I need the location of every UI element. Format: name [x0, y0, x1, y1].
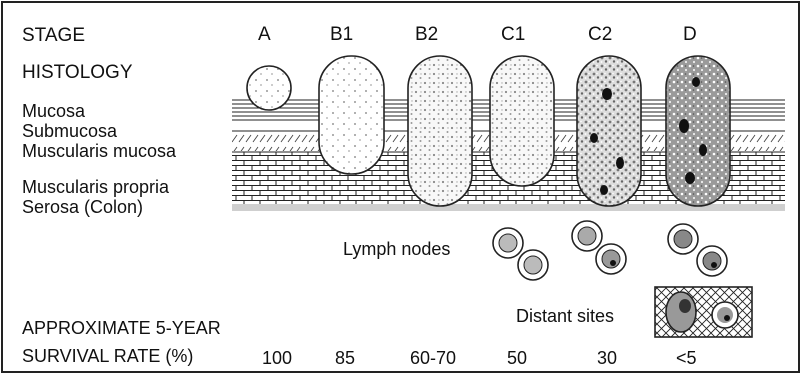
tumor-a: [247, 66, 291, 110]
mucosa-label: Mucosa: [22, 101, 86, 121]
stage-header-label: STAGE: [22, 25, 85, 46]
stage-label-d: D: [683, 24, 697, 45]
stage-label-a: A: [258, 24, 271, 45]
stage-label-b2: B2: [415, 24, 438, 45]
stage-label-b1: B1: [330, 24, 353, 45]
stage-label-c2: C2: [588, 24, 612, 45]
histology-header-label: HISTOLOGY: [22, 62, 133, 83]
survival-label-line2: SURVIVAL RATE (%): [22, 346, 193, 366]
lymph-nodes: [493, 221, 727, 280]
survival-value-d: <5: [676, 348, 697, 368]
survival-value-b1: 85: [335, 348, 355, 368]
survival-value-c2: 30: [597, 348, 617, 368]
stage-label-c1: C1: [501, 24, 525, 45]
tumor-b1: [319, 56, 384, 174]
muscularis-propria-label: Muscularis propria: [22, 177, 170, 197]
tumor-b2: [408, 56, 472, 206]
survival-label-line1: APPROXIMATE 5-YEAR: [22, 318, 221, 338]
distant-sites-label: Distant sites: [516, 306, 614, 326]
tumor-c1: [490, 56, 554, 186]
survival-value-b2: 60-70: [410, 348, 456, 368]
serosa-label: Serosa (Colon): [22, 197, 143, 217]
submucosa-label: Submucosa: [22, 121, 118, 141]
muscularis-mucosa-label: Muscularis mucosa: [22, 141, 177, 161]
survival-value-c1: 50: [507, 348, 527, 368]
distant-sites-box: [655, 287, 752, 337]
survival-value-a: 100: [262, 348, 292, 368]
lymph-nodes-label: Lymph nodes: [343, 239, 450, 259]
tumor-c2: [577, 56, 641, 206]
